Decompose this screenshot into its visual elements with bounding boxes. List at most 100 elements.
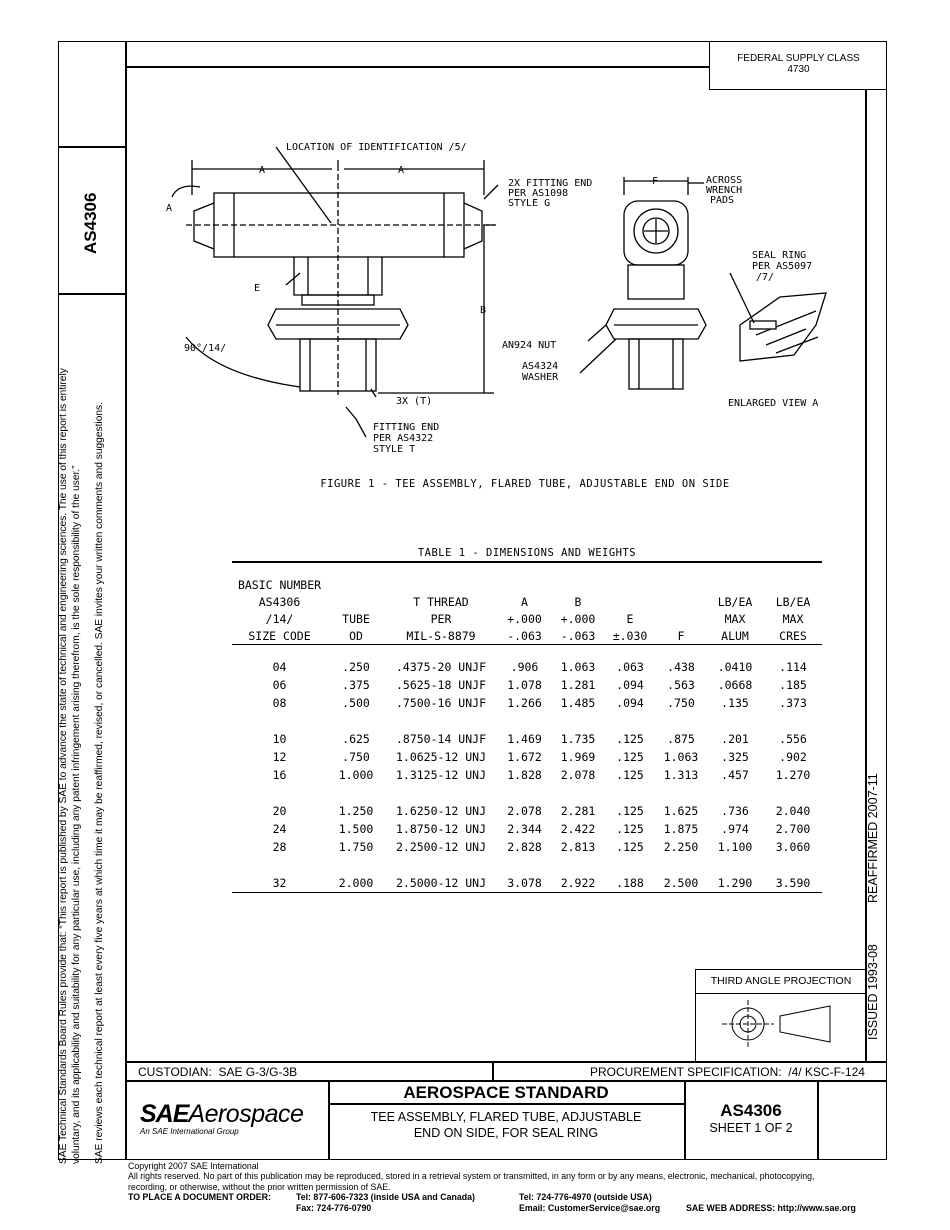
header-cell: LB/EA — [717, 594, 753, 609]
header-cell: -.063 — [507, 628, 542, 643]
table-cell: .185 — [779, 678, 807, 692]
custodian-divider — [492, 1061, 494, 1081]
label-b: B — [480, 305, 486, 316]
table-cell: 1.485 — [560, 696, 596, 710]
table-cell: .556 — [779, 732, 807, 746]
table-cell: .457 — [721, 768, 749, 782]
table-cell: 1.281 — [560, 678, 596, 692]
label-nut: AN924 NUT — [502, 340, 556, 351]
an924-nut-right — [605, 308, 707, 340]
header-cell: MAX — [724, 611, 746, 626]
table-cell: 1.750 — [338, 840, 374, 854]
header-cell: -.063 — [560, 628, 596, 643]
header-cell: SIZE CODE — [248, 628, 311, 643]
label-a-left: A — [259, 165, 265, 176]
table-cell: 1.672 — [507, 750, 542, 764]
table-cell: 1.735 — [560, 732, 596, 746]
email[interactable]: Email: CustomerService@sae.org — [519, 1203, 661, 1214]
spine-document-id: AS4306 — [81, 192, 100, 254]
dimensions-table: BASIC NUMBER AS4306 T THREAD A B LB/EA L… — [232, 576, 822, 893]
table-cell: 28 — [272, 840, 287, 854]
table-cell: 2.250 — [663, 840, 699, 854]
fax: Fax: 724-776-0790 — [296, 1203, 372, 1214]
board-rules-note-2: voluntary, and its applicability and sui… — [71, 465, 82, 1164]
table-cell: .8750-14 UNJF — [395, 732, 486, 746]
label-fitting-end-t-1: FITTING END — [373, 422, 439, 433]
table-cell: 2.000 — [338, 876, 374, 890]
left-flare-end — [193, 202, 215, 250]
document-title-line-2: END ON SIDE, FOR SEAL RING — [413, 1126, 599, 1140]
table-cell: 2.281 — [560, 804, 596, 818]
logo-sae: SAE — [140, 1100, 189, 1128]
title-block-divider-2 — [684, 1080, 686, 1160]
fsc-label: FEDERAL SUPPLY CLASS — [737, 53, 860, 64]
table-cell: .974 — [721, 822, 749, 836]
label-fitting-end-g-1: 2X FITTING END — [508, 178, 592, 189]
label-across-3: PADS — [710, 195, 734, 206]
table-cell: 16 — [272, 768, 287, 782]
label-washer-1: AS4324 — [522, 361, 558, 372]
footer: Copyright 2007 SAE International All rig… — [128, 1161, 888, 1213]
table-cell: 1.250 — [338, 804, 374, 818]
rights-line-1: All rights reserved. No part of this pub… — [128, 1171, 815, 1182]
table-cell: 10 — [272, 732, 287, 746]
table-cell: 1.000 — [338, 768, 374, 782]
table-cell: .750 — [667, 696, 695, 710]
label-seal-3: /7/ — [756, 272, 774, 283]
label-angle: 90°/14/ — [184, 343, 226, 354]
label-enlarged-view: ENLARGED VIEW A — [728, 398, 818, 409]
title-block-right-divider — [817, 1080, 819, 1160]
sheet-number: SHEET 1 OF 2 — [709, 1121, 793, 1135]
table-cell: 1.469 — [507, 732, 542, 746]
table-cell: 1.500 — [338, 822, 374, 836]
header-cell: MAX — [782, 611, 804, 626]
table-cell: 1.828 — [507, 768, 542, 782]
title-block-divider-1 — [328, 1080, 330, 1160]
table-cell: .125 — [616, 822, 644, 836]
table-cell: .094 — [616, 696, 644, 710]
label-fitting-end-t-3: STYLE T — [373, 444, 415, 455]
table-cell: 3.078 — [507, 876, 542, 890]
federal-supply-class-box: FEDERAL SUPPLY CLASS 4730 — [709, 41, 887, 90]
custodian-row-top — [125, 1061, 887, 1063]
table-cell: .902 — [779, 750, 807, 764]
header-cell: MIL-S-8879 — [406, 628, 476, 643]
group-spacer — [232, 712, 822, 730]
table-cell: 08 — [272, 696, 287, 710]
header-cell: B — [574, 594, 582, 609]
right-margin-divider — [865, 90, 867, 1061]
document-number: AS4306 — [720, 1101, 782, 1120]
header-cell: PER — [430, 611, 452, 626]
label-across-1: ACROSS — [706, 175, 742, 186]
table-cell: 2.422 — [560, 822, 596, 836]
header-cell: E — [626, 611, 634, 626]
issued-date: ISSUED 1993-08 — [866, 944, 880, 1040]
table-cell: 1.875 — [663, 822, 699, 836]
tel-usa: Tel: 877-606-7323 (inside USA and Canada… — [296, 1192, 475, 1203]
table-cell: .750 — [342, 750, 370, 764]
web-address[interactable]: SAE WEB ADDRESS: http://www.sae.org — [686, 1203, 856, 1214]
custodian: CUSTODIAN: SAE G-3/G-3B — [138, 1065, 298, 1079]
label-fitting-end-g-2: PER AS1098 — [508, 188, 568, 199]
procurement-specification: PROCUREMENT SPECIFICATION: /4/ KSC-F-124 — [590, 1065, 865, 1079]
table-cell: 1.969 — [560, 750, 596, 764]
table-cell: .373 — [779, 696, 807, 710]
tel-outside: Tel: 724-776-4970 (outside USA) — [519, 1192, 652, 1203]
table-cell: .114 — [779, 660, 807, 674]
table-cell: .135 — [721, 696, 749, 710]
board-rules-note-1: SAE Technical Standards Board Rules prov… — [58, 368, 69, 1164]
seal-ring — [749, 320, 777, 330]
table-cell: 1.266 — [507, 696, 542, 710]
header-cell: LB/EA — [775, 594, 811, 609]
page-frame — [58, 41, 887, 1160]
table-cell: 1.063 — [663, 750, 699, 764]
table-cell: 32 — [272, 876, 287, 890]
table-cell: .125 — [616, 750, 644, 764]
